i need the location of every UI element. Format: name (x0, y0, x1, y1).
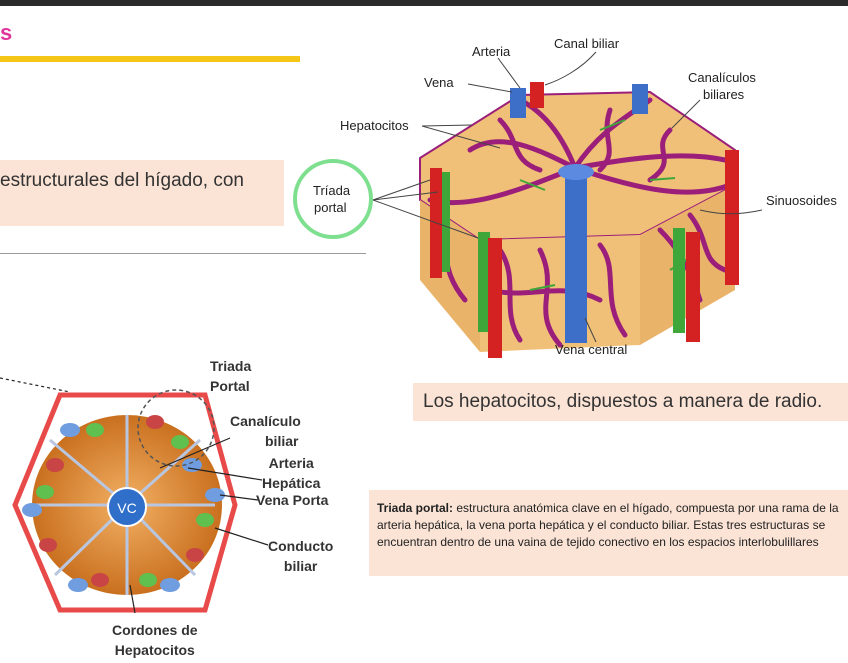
label-hex-conducto-2: biliar (283, 558, 318, 574)
central-vein (565, 168, 587, 343)
central-vein-vc (107, 487, 147, 527)
label-triada-2: portal (314, 200, 347, 215)
top-bar (0, 0, 848, 6)
label-hex-canaliculo-2: biliar (265, 433, 299, 449)
hexagon-outline (12, 392, 238, 613)
label-canal-biliar: Canal biliar (554, 36, 620, 51)
title-underline (0, 56, 300, 62)
label-hex-triada-2: Portal (210, 378, 250, 394)
hex-portal-vessels (22, 415, 225, 592)
label-sinusoides: Sinuosoides (766, 193, 837, 208)
lobule-hex: VC (0, 377, 269, 614)
label-hex-cordones: Cordones de Hepatocitos (112, 620, 198, 660)
label-arteria: Arteria (472, 44, 511, 59)
label-hex-conducto: Conducto biliar (268, 536, 333, 576)
label-hex-arteria-2: Hepática (262, 475, 321, 491)
label-hex-vena-porta: Vena Porta (256, 492, 329, 508)
triada-term: Triada portal: (377, 501, 454, 515)
label-vena-central: Vena central (555, 342, 628, 357)
intro-text: estructurales del hígado, con (0, 170, 244, 191)
label-hex-conducto-1: Conducto (268, 538, 334, 554)
label-hex-triada-1: Triada (210, 358, 252, 374)
label-hex-cordones-2: Hepatocitos (114, 642, 195, 658)
divider-line (0, 253, 366, 254)
central-vein-top (558, 164, 594, 180)
label-hex-arteria-1: Arteria (268, 455, 314, 471)
leader-lines-hex (0, 377, 269, 614)
label-hex-triada: Triada Portal (210, 356, 251, 396)
caption-box: Los hepatocitos, dispuestos a manera de … (413, 383, 848, 421)
triada-definition: Triada portal: estructura anatómica clav… (377, 500, 847, 551)
portal-triads-3d (430, 82, 739, 358)
label-hex-cordones-1: Cordones de (112, 622, 198, 638)
lobule-front-face (480, 235, 640, 352)
leader-lines-3d (372, 51, 763, 343)
triada-definition-box: Triada portal: estructura anatómica clav… (369, 490, 848, 576)
label-hepatocitos: Hepatocitos (340, 118, 409, 133)
label-hex-arteria: Arteria Hepática (262, 453, 320, 493)
caption-text: Los hepatocitos, dispuestos a manera de … (423, 391, 823, 412)
triada-portal-highlight (293, 159, 373, 239)
label-hex-canaliculo-1: Canalículo (230, 413, 301, 429)
intro-box: estructurales del hígado, con (0, 160, 284, 226)
label-hex-canaliculo: Canalículo biliar (230, 411, 301, 451)
slide-title-fragment: s (0, 20, 13, 45)
label-vena: Vena (424, 75, 454, 90)
label-canaliculos-1: Canalículos (688, 70, 756, 85)
triada-dashed-circle (137, 389, 215, 467)
label-canaliculos-2: biliares (703, 87, 745, 102)
vc-label: VC (117, 500, 136, 516)
triada-def-text: estructura anatómica clave en el hígado,… (377, 501, 839, 549)
label-triada-1: Tríada (313, 183, 351, 198)
lobule-3d (293, 51, 763, 358)
